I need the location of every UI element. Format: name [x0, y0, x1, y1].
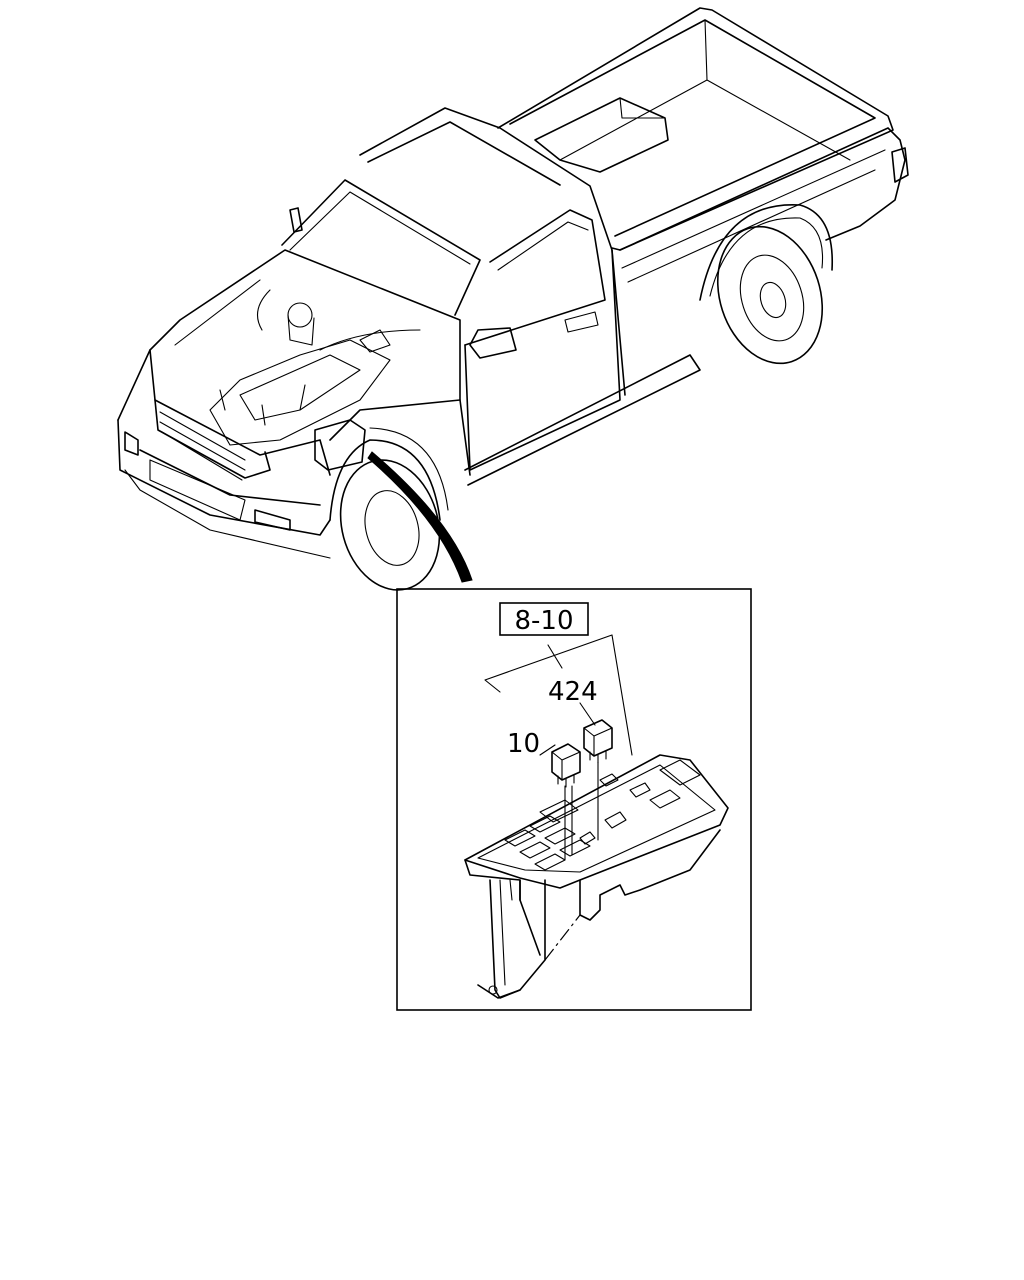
- group-ref-label: 8-10: [514, 606, 573, 636]
- relay-424-icon: [583, 719, 613, 764]
- leader-arc: [367, 451, 473, 583]
- pickup-truck-icon: [117, 7, 909, 591]
- part-a-label: 424: [548, 677, 598, 707]
- relay-box-icon: [464, 754, 729, 999]
- ref-bracket: [484, 634, 633, 756]
- detail-frame: [396, 588, 752, 1011]
- relay-10-icon: [551, 743, 581, 788]
- group-ref-callout: 8-10: [499, 602, 589, 636]
- part-b-label: 10: [507, 729, 540, 759]
